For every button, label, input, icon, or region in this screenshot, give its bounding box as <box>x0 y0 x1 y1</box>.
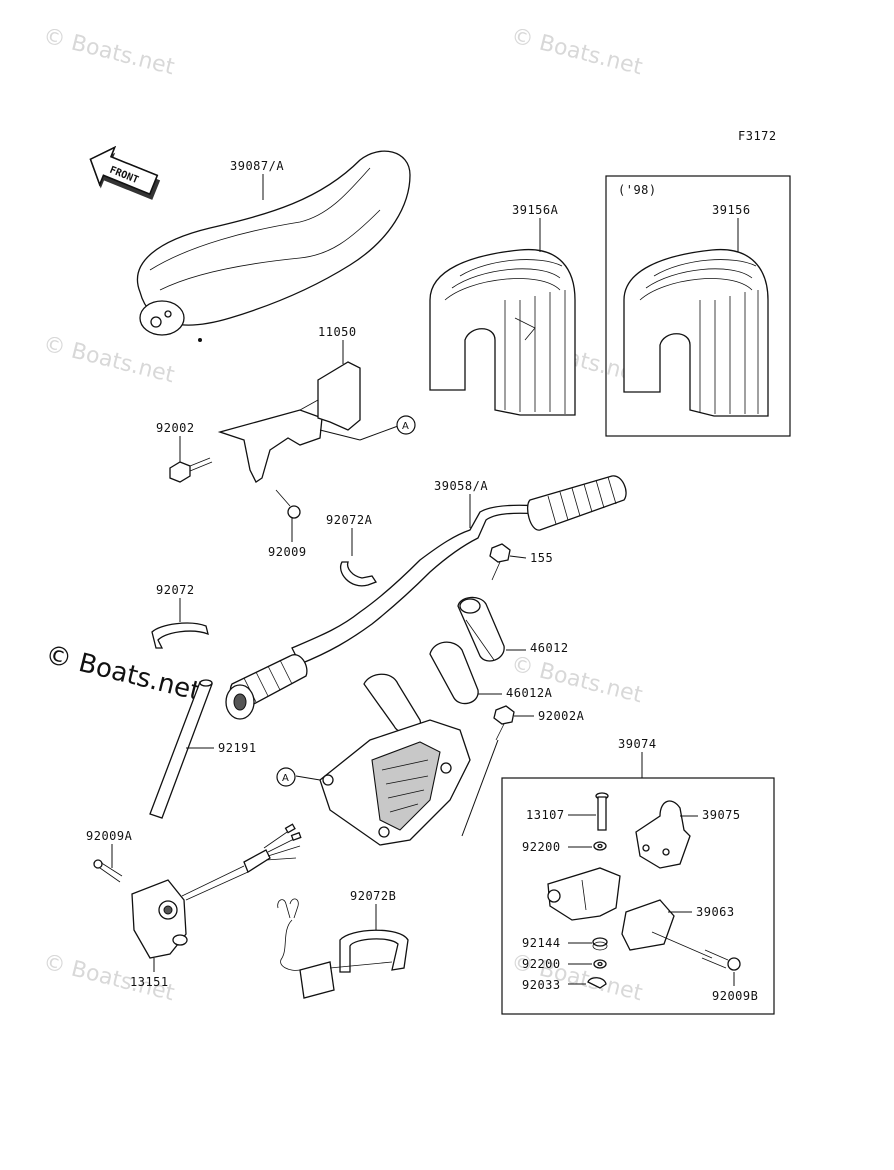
lever-body <box>547 867 621 921</box>
label-39156A: 39156A <box>512 203 559 217</box>
label-92002A: 92002A <box>538 709 585 723</box>
washer-92200a <box>593 841 607 851</box>
figure-code: F3172 <box>738 129 777 143</box>
label-11050: 11050 <box>318 325 357 339</box>
label-13107: 13107 <box>526 808 565 822</box>
switch-13151 <box>131 823 302 959</box>
label-92009: 92009 <box>268 545 307 559</box>
label-92002: 92002 <box>156 421 195 435</box>
year-note: ('98) <box>618 183 657 197</box>
label-39156: 39156 <box>712 203 751 217</box>
watermark: © Boats.net <box>41 24 178 81</box>
clamp-92072 <box>151 622 209 649</box>
screw-92009B <box>651 931 741 971</box>
label-92072A: 92072A <box>326 513 373 527</box>
handlebar-39058 <box>225 475 627 720</box>
holder-46012 <box>457 596 505 662</box>
watermark-main: © Boats.net <box>42 640 203 707</box>
ref-a-label: A <box>282 773 289 784</box>
label-39063: 39063 <box>696 905 735 919</box>
label-13151: 13151 <box>130 975 169 989</box>
boot-39156 <box>623 248 769 417</box>
cover-39063 <box>621 899 675 951</box>
pin-13107 <box>595 792 609 831</box>
bolt-92002A <box>493 705 515 741</box>
spring-92144 <box>592 937 608 951</box>
handlebar-cover <box>136 150 411 342</box>
ref-marker-a <box>276 767 296 787</box>
front-arrow-icon: FRONT <box>89 145 161 200</box>
label-155: 155 <box>530 551 553 565</box>
screw-92009A <box>93 859 123 883</box>
label-46012A: 46012A <box>506 686 553 700</box>
watermark: © Boats.net <box>41 332 178 389</box>
ref-marker-a <box>396 415 416 435</box>
label-39074: 39074 <box>618 737 657 751</box>
label-92033: 92033 <box>522 978 561 992</box>
label-92009A: 92009A <box>86 829 133 843</box>
label-92072B: 92072B <box>350 889 396 903</box>
boot-39156A <box>429 248 576 416</box>
label-92200b: 92200 <box>522 957 561 971</box>
bracket-11050 <box>217 361 361 483</box>
clamp-92072B <box>277 898 409 999</box>
clamp-92072A <box>340 561 377 587</box>
label-39087: 39087/A <box>230 159 284 173</box>
year-variant-frame <box>605 175 791 437</box>
washer-92200b <box>593 959 607 969</box>
label-39058: 39058/A <box>434 479 488 493</box>
bolt-92002 <box>169 457 213 483</box>
label-92144: 92144 <box>522 936 561 950</box>
label-46012: 46012 <box>530 641 569 655</box>
label-92072: 92072 <box>156 583 195 597</box>
screw-92009 <box>275 489 301 519</box>
rod-92191 <box>149 679 213 819</box>
holder-46012A <box>363 641 479 734</box>
ref-a-label: A <box>402 421 409 432</box>
watermark: © Boats.net <box>509 24 646 81</box>
label-92191: 92191 <box>218 741 257 755</box>
bolt-155 <box>489 543 511 581</box>
label-92009B: 92009B <box>712 989 758 1003</box>
label-92200a: 92200 <box>522 840 561 854</box>
assembly-39074-frame <box>501 777 775 1015</box>
label-39075: 39075 <box>702 808 741 822</box>
lever-39075 <box>635 800 691 869</box>
circlip-92033 <box>587 977 607 989</box>
steering-post-base <box>319 719 471 846</box>
